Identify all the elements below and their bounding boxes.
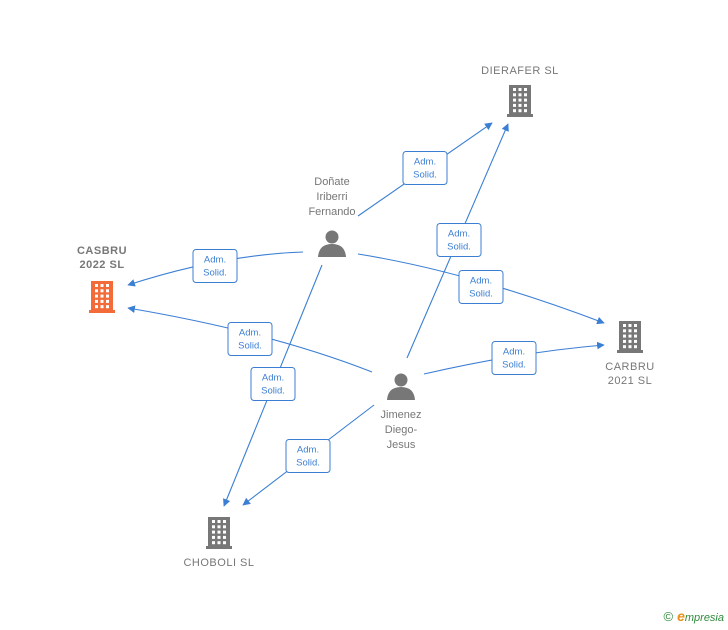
edges-layer xyxy=(127,122,605,507)
edge-label-box xyxy=(285,439,331,473)
person-label: Jesus xyxy=(387,439,416,451)
company-node-choboli[interactable]: CHOBOLI SL xyxy=(183,517,254,569)
edge-label-box xyxy=(192,249,238,283)
edge-label-line: Adm. xyxy=(239,328,261,339)
edge-label-line: Adm. xyxy=(262,373,284,384)
edge-label-line: Solid. xyxy=(447,242,471,253)
edge-label-jimenez-choboli[interactable]: Adm. Solid. xyxy=(285,439,331,473)
edge-label-line: Adm. xyxy=(297,445,319,456)
building-icon xyxy=(89,281,115,313)
building-icon xyxy=(507,85,533,117)
edge-label-donate-dierafer[interactable]: Adm. Solid. xyxy=(402,151,448,185)
edge-label-box xyxy=(402,151,448,185)
edge-label-line: Solid. xyxy=(502,360,526,371)
edge-label-jimenez-dierafer[interactable]: Adm. Solid. xyxy=(436,223,482,257)
edge-label-box xyxy=(491,341,537,375)
company-label: CASBRU xyxy=(77,245,127,257)
edge-label-donate-choboli[interactable]: Adm. Solid. xyxy=(250,367,296,401)
footer-brand[interactable]: © empresia xyxy=(663,608,724,624)
copyright-icon: © xyxy=(663,608,674,624)
company-label: 2022 SL xyxy=(79,259,124,271)
edge-label-line: Solid. xyxy=(238,341,262,352)
edge-label-donate-carbru[interactable]: Adm. Solid. xyxy=(458,270,504,304)
building-icon xyxy=(206,517,232,549)
brand-name: mpresia xyxy=(684,612,724,624)
brand-logo[interactable]: empresia xyxy=(677,608,724,624)
brand-initial: e xyxy=(677,608,685,624)
edge-label-line: Adm. xyxy=(204,255,226,266)
company-label: CARBRU xyxy=(605,361,654,373)
person-label: Iriberri xyxy=(316,191,347,203)
edge-label-box xyxy=(227,322,273,356)
edge-labels-layer: Adm. Solid. Adm. Solid. Adm. Solid. Adm. Solid.… xyxy=(192,151,537,473)
edge-label-jimenez-carbru[interactable]: Adm. Solid. xyxy=(491,341,537,375)
company-label: 2021 SL xyxy=(608,375,652,387)
edge-label-line: Solid. xyxy=(469,289,493,300)
person-icon xyxy=(318,230,346,257)
edge-label-line: Solid. xyxy=(203,268,227,279)
building-icon xyxy=(617,321,643,353)
edge-label-jimenez-casbru[interactable]: Adm. Solid. xyxy=(227,322,273,356)
edge-label-box xyxy=(436,223,482,257)
company-node-dierafer[interactable]: DIERAFER SL xyxy=(481,65,559,117)
person-icon xyxy=(387,373,415,400)
person-label: Doñate xyxy=(314,176,349,188)
edge-label-box xyxy=(250,367,296,401)
nodes-layer: DIERAFER SL CASBRU 2022 SL CARBRU 2021 SL CHO… xyxy=(77,65,654,569)
company-node-casbru[interactable]: CASBRU 2022 SL xyxy=(77,245,127,313)
edge-label-line: Adm. xyxy=(414,157,436,168)
person-label: Diego- xyxy=(385,424,418,436)
edge-label-line: Adm. xyxy=(448,229,470,240)
edge-label-line: Adm. xyxy=(470,276,492,287)
company-label: CHOBOLI SL xyxy=(183,557,254,569)
edge-label-line: Solid. xyxy=(261,386,285,397)
person-label: Jimenez xyxy=(381,409,422,421)
company-node-carbru[interactable]: CARBRU 2021 SL xyxy=(605,321,654,387)
edge-label-line: Adm. xyxy=(503,347,525,358)
edge-label-donate-casbru[interactable]: Adm. Solid. xyxy=(192,249,238,283)
company-label: DIERAFER SL xyxy=(481,65,559,77)
edge-label-line: Solid. xyxy=(296,458,320,469)
edge-label-box xyxy=(458,270,504,304)
person-label: Fernando xyxy=(308,206,355,218)
edge-label-line: Solid. xyxy=(413,170,437,181)
